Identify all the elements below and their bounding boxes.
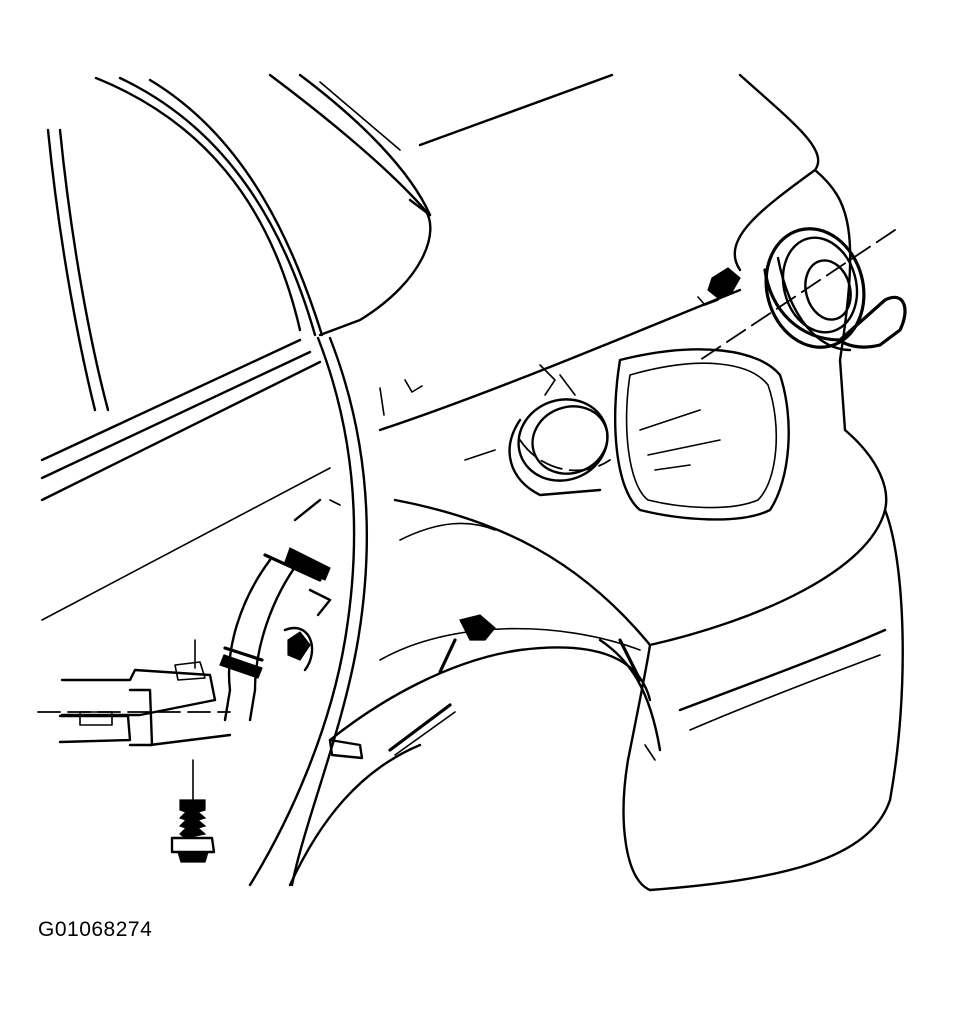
roof-pillar [268,73,614,337]
fuel-cap [763,227,907,352]
filler-neck-housing [508,364,611,497]
quarter-panel [378,73,904,892]
wheel-opening [288,638,662,887]
door-edge-seam [248,336,368,887]
tether-screw [697,267,741,306]
figure-id-label: G01068274 [38,918,153,941]
rear-door-frame [40,76,331,621]
filler-hose [219,498,332,722]
wheelhouse-clips [328,614,656,761]
fuel-pipe-assembly [37,639,232,747]
bolt [170,759,216,863]
cap-centerline [699,229,896,361]
body-markings [329,379,496,506]
fuel-door [613,348,790,521]
